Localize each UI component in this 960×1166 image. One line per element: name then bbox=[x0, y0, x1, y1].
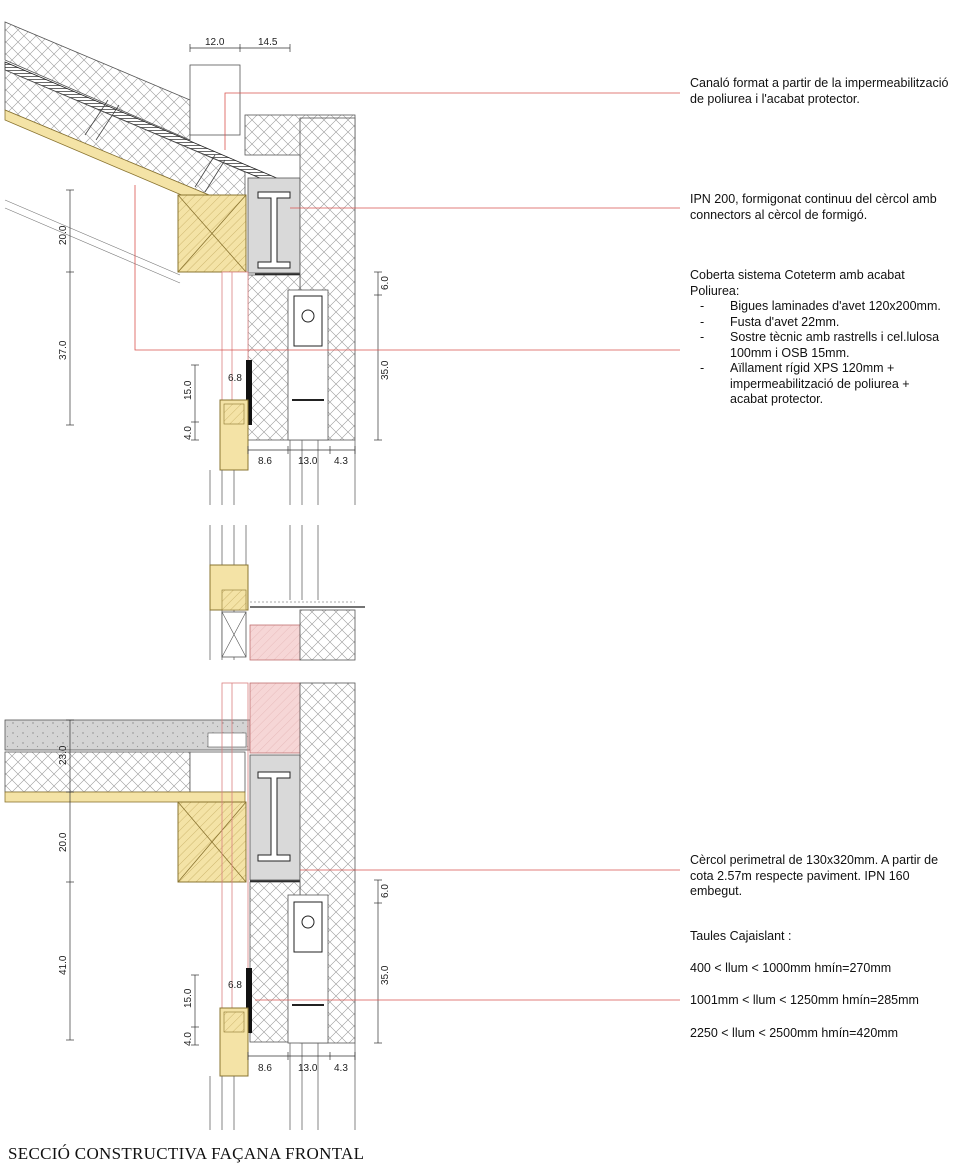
note-cercol-text: Cèrcol perimetral de 130x320mm. A partir… bbox=[690, 853, 939, 898]
note-coberta-title: Coberta sistema Coteterm amb acabat Poli… bbox=[690, 268, 905, 298]
note-canalo: Canaló format a partir de la impermeabil… bbox=[690, 76, 950, 107]
floor-timber-board bbox=[4, 791, 246, 803]
roof-insulation-upper bbox=[4, 21, 191, 141]
dim-floor-span: 41.0 bbox=[58, 955, 69, 975]
dim-bottom2-a: 8.6 bbox=[258, 1063, 272, 1074]
dim-window-a: 15.0 bbox=[183, 380, 194, 400]
sill-wall-insulation bbox=[299, 609, 356, 661]
floor-detail bbox=[4, 682, 356, 1130]
dim-right-b: 35.0 bbox=[380, 360, 391, 380]
pink-wall-upper bbox=[249, 682, 301, 754]
note-coberta-item: Aïllament rígid XPS 120mm + impermeabili… bbox=[690, 361, 950, 408]
dim-top-b: 14.5 bbox=[258, 37, 278, 48]
dim-slab: 23.0 bbox=[58, 745, 69, 765]
dim-bottom2-b: 13.0 bbox=[298, 1063, 318, 1074]
note-cercol: Cèrcol perimetral de 130x320mm. A partir… bbox=[690, 853, 955, 900]
dim-window-c: 4.0 bbox=[183, 426, 194, 440]
gutter-parapet bbox=[189, 64, 241, 136]
note-taules-row: 2250 < llum < 2500mm hmín=420mm bbox=[690, 1026, 898, 1042]
dim-bottom-b: 13.0 bbox=[298, 456, 318, 467]
dim-bottom-c: 4.3 bbox=[334, 456, 348, 467]
dim-right2-b: 35.0 bbox=[380, 965, 391, 985]
leader-lines bbox=[134, 92, 680, 1001]
note-coberta-item: Fusta d'avet 22mm. bbox=[690, 315, 950, 331]
note-taules-row-text: 400 < llum < 1000mm hmín=270mm bbox=[690, 961, 892, 975]
ipn200-section bbox=[257, 191, 291, 269]
floor-dimensions: 23.0 20.0 41.0 15.0 4.0 6.8 8.6 13.0 4.3… bbox=[58, 719, 391, 1074]
note-coberta-item: Bigues laminades d'avet 120x200mm. bbox=[690, 299, 950, 315]
dim-top-a: 12.0 bbox=[205, 37, 225, 48]
dim-bottom2-c: 4.3 bbox=[334, 1063, 348, 1074]
dim-bottom-a: 8.6 bbox=[258, 456, 272, 467]
note-coberta-list: Bigues laminades d'avet 120x200mm. Fusta… bbox=[690, 299, 950, 408]
sill-wall-pink bbox=[249, 624, 301, 661]
floor-insulation bbox=[4, 751, 191, 793]
note-taules-row: 400 < llum < 1000mm hmín=270mm bbox=[690, 961, 891, 977]
dim-window2-b: 6.8 bbox=[228, 980, 242, 991]
dim-roof-span: 37.0 bbox=[58, 340, 69, 360]
dim-window-b: 6.8 bbox=[228, 373, 242, 384]
ipn160-section bbox=[257, 771, 291, 862]
floor-slab-gap bbox=[189, 751, 246, 793]
roof-detail bbox=[4, 21, 356, 505]
note-taules-row-text: 2250 < llum < 2500mm hmín=420mm bbox=[690, 1026, 899, 1040]
leader-coberta bbox=[134, 185, 680, 351]
note-canalo-text: Canaló format a partir de la impermeabil… bbox=[690, 76, 949, 106]
dim-floor-beam: 20.0 bbox=[58, 832, 69, 852]
note-taules: Taules Cajaislant : bbox=[690, 929, 955, 945]
roof-dimensions: 12.0 14.5 20.0 37.0 15.0 4.0 6.8 8.6 13.… bbox=[58, 37, 391, 467]
note-ipn200-text: IPN 200, formigonat continuu del cèrcol … bbox=[690, 192, 937, 222]
note-taules-title: Taules Cajaislant : bbox=[690, 929, 792, 943]
leader-canalo bbox=[224, 92, 680, 150]
note-coberta: Coberta sistema Coteterm amb acabat Poli… bbox=[690, 268, 950, 408]
dim-roof-beam: 20.0 bbox=[58, 225, 69, 245]
note-taules-row: 1001mm < llum < 1250mm hmín=285mm bbox=[690, 993, 919, 1009]
drawing-caption: SECCIÓ CONSTRUCTIVA FAÇANA FRONTAL bbox=[8, 1144, 365, 1163]
note-ipn200: IPN 200, formigonat continuu del cèrcol … bbox=[690, 192, 950, 223]
dim-right-a: 6.0 bbox=[380, 276, 391, 290]
note-coberta-item: Sostre tècnic amb rastrells i cel.lulosa… bbox=[690, 330, 950, 361]
dim-window2-a: 15.0 bbox=[183, 988, 194, 1008]
note-taules-row-text: 1001mm < llum < 1250mm hmín=285mm bbox=[690, 993, 919, 1007]
dim-right2-a: 6.0 bbox=[380, 884, 391, 898]
dim-window2-c: 4.0 bbox=[183, 1032, 194, 1046]
window-middle-detail bbox=[209, 525, 365, 661]
